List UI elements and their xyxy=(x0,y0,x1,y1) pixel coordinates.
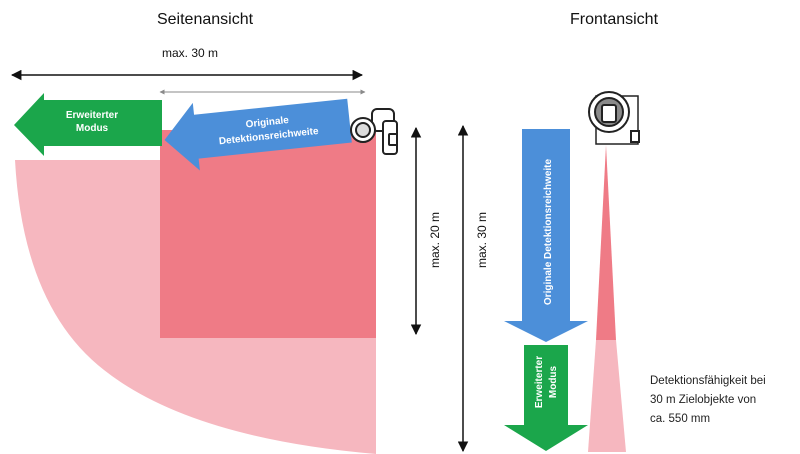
side-original-range-arrow xyxy=(164,98,352,171)
side-original-range-label-line-1: Originale xyxy=(245,115,290,131)
front-extended-detection-beam xyxy=(588,340,626,452)
front-note-line-2: 30 m Zielobjekte von xyxy=(650,394,756,406)
side-original-range-arrow-group: Originale Detektionsreichweite xyxy=(164,98,352,171)
side-vertical-20m-label: max. 20 m xyxy=(428,212,442,268)
side-camera-icon xyxy=(350,108,398,155)
front-extended-mode-label-line-2: Modus xyxy=(548,365,559,398)
front-note-line-1: Detektionsfähigkeit bei xyxy=(650,375,766,387)
front-original-detection-beam xyxy=(596,145,616,340)
front-extended-mode-arrow xyxy=(504,345,588,451)
front-view-title: Frontansicht xyxy=(570,11,659,28)
side-view-title: Seitenansicht xyxy=(157,11,254,28)
side-extended-mode-label-line-1: Erweiterter xyxy=(66,110,118,121)
front-extended-mode-label-line-1: Erweiterter xyxy=(534,356,545,408)
side-vertical-30m-label: max. 30 m xyxy=(475,212,489,268)
front-note-line-3: ca. 550 mm xyxy=(650,413,710,425)
side-extended-mode-arrow xyxy=(14,93,162,156)
front-original-range-label: Originale Detektionsreichweite xyxy=(543,158,554,305)
side-extended-mode-label-line-2: Modus xyxy=(76,123,109,134)
side-horizontal-dimension-label: max. 30 m xyxy=(162,46,218,60)
front-original-range-arrow xyxy=(504,129,588,342)
front-camera-icon xyxy=(588,91,640,145)
